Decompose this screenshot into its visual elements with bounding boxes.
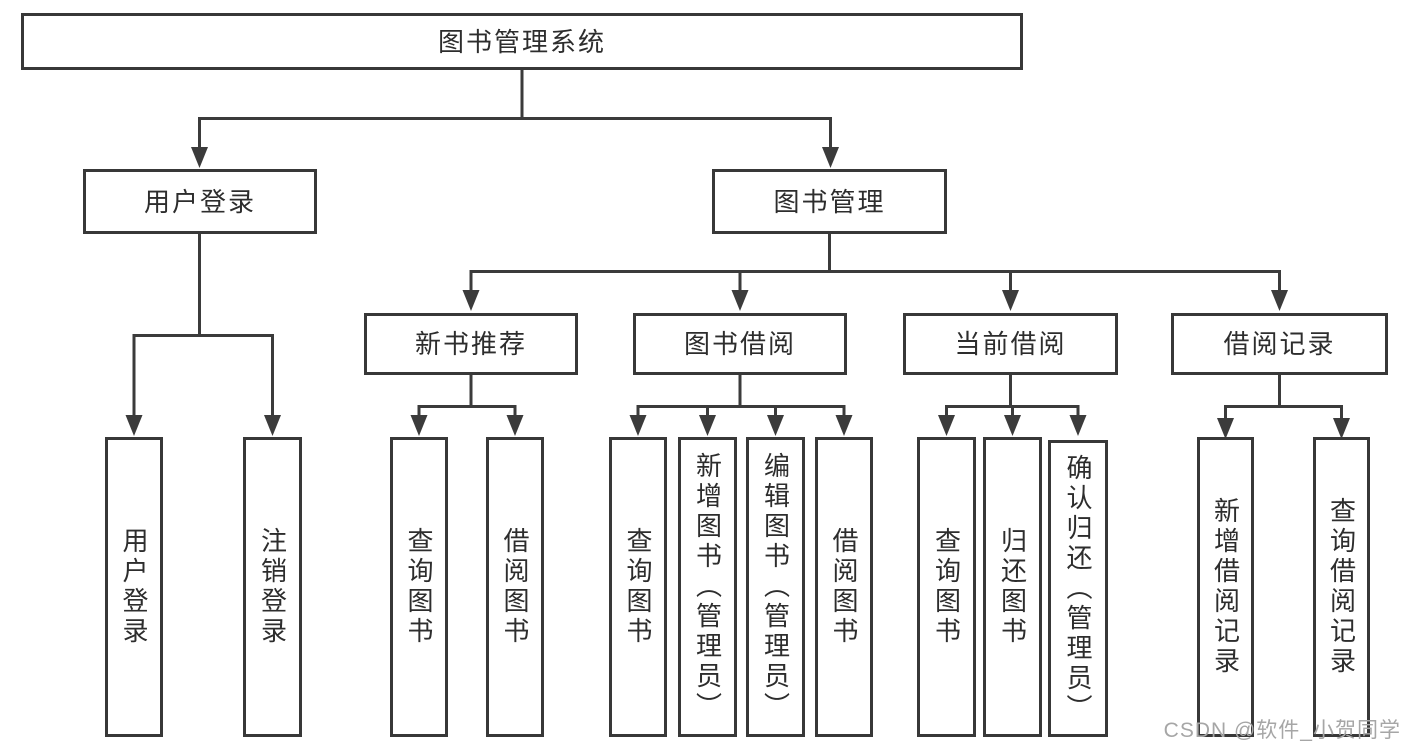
leaf-confirm-return-admin: 确认归还（管理员） xyxy=(1048,440,1108,737)
node-current-borrow: 当前借阅 xyxy=(903,313,1118,375)
leaf-add-borrow-record-label: 新增借阅记录 xyxy=(1210,497,1241,677)
node-user-login-label: 用户登录 xyxy=(143,186,256,217)
leaf-add-books-admin-label: 新增图书（管理员） xyxy=(692,452,723,722)
leaf-query-books-1-label: 查询图书 xyxy=(404,527,434,647)
leaf-logout: 注销登录 xyxy=(243,437,302,737)
node-book-management: 图书管理 xyxy=(712,169,947,234)
node-root-label: 图书管理系统 xyxy=(437,26,606,57)
leaf-query-books-3: 查询图书 xyxy=(917,437,976,737)
leaf-add-borrow-record: 新增借阅记录 xyxy=(1197,437,1254,737)
node-root: 图书管理系统 xyxy=(21,13,1023,70)
leaf-confirm-return-admin-label: 确认归还（管理员） xyxy=(1063,453,1093,724)
leaf-logout-label: 注销登录 xyxy=(257,527,288,647)
leaf-edit-books-admin-label: 编辑图书（管理员） xyxy=(760,452,791,722)
watermark: CSDN @软件_小贺同学 xyxy=(1163,719,1401,742)
node-new-book-recommend: 新书推荐 xyxy=(364,313,578,375)
leaf-query-borrow-record-label: 查询借阅记录 xyxy=(1326,497,1357,677)
leaf-user-login-label: 用户登录 xyxy=(119,527,149,647)
leaf-query-books-3-label: 查询图书 xyxy=(931,527,962,647)
leaf-edit-books-admin: 编辑图书（管理员） xyxy=(746,437,805,737)
leaf-borrow-books-2: 借阅图书 xyxy=(815,437,873,737)
node-current-borrow-label: 当前借阅 xyxy=(954,329,1067,359)
arrowheads xyxy=(125,147,1350,439)
leaf-user-login: 用户登录 xyxy=(105,437,163,737)
leaf-query-books-2-label: 查询图书 xyxy=(623,527,653,647)
node-book-borrow: 图书借阅 xyxy=(633,313,847,375)
leaf-add-books-admin: 新增图书（管理员） xyxy=(678,437,737,737)
leaf-return-books: 归还图书 xyxy=(983,437,1042,737)
leaf-borrow-books-1: 借阅图书 xyxy=(486,437,544,737)
leaf-query-books-1: 查询图书 xyxy=(390,437,448,737)
node-borrow-records: 借阅记录 xyxy=(1171,313,1388,375)
node-new-book-recommend-label: 新书推荐 xyxy=(414,329,527,359)
node-book-management-label: 图书管理 xyxy=(773,186,886,217)
leaf-return-books-label: 归还图书 xyxy=(997,527,1028,647)
node-book-borrow-label: 图书借阅 xyxy=(683,329,796,359)
node-user-login: 用户登录 xyxy=(83,169,317,234)
leaf-borrow-books-1-label: 借阅图书 xyxy=(500,527,530,647)
node-borrow-records-label: 借阅记录 xyxy=(1223,329,1336,359)
leaf-borrow-books-2-label: 借阅图书 xyxy=(829,527,859,647)
leaf-query-books-2: 查询图书 xyxy=(609,437,667,737)
leaf-query-borrow-record: 查询借阅记录 xyxy=(1313,437,1370,737)
